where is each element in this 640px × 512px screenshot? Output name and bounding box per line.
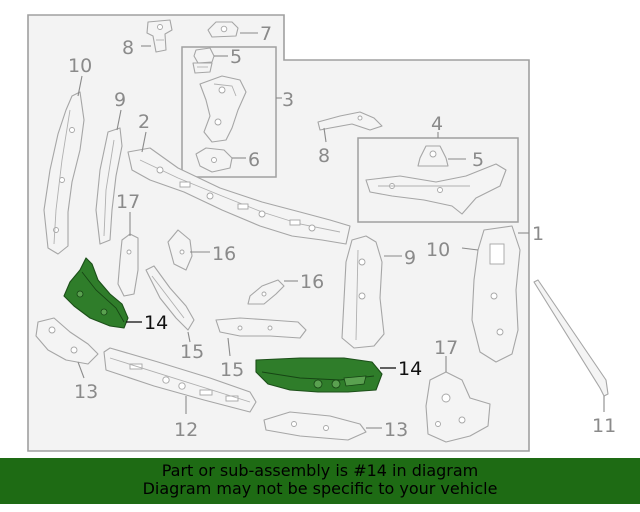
callout-5a: 5 — [230, 46, 242, 68]
part-17-left-bracket — [117, 233, 139, 297]
callout-16b: 16 — [300, 271, 324, 293]
part-13-right-bracket — [263, 411, 367, 441]
part-12-lower-tie-bar — [103, 347, 257, 413]
part-2-upper-tie-bar — [127, 147, 351, 245]
callout-7: 7 — [260, 23, 272, 45]
part-15-center-strip — [215, 317, 307, 339]
part-13-left-bracket — [35, 317, 99, 365]
part-15-left-strip — [145, 265, 195, 331]
callout-15b: 15 — [220, 359, 244, 381]
callout-1: 1 — [532, 223, 544, 245]
callout-17a: 17 — [116, 191, 140, 213]
leader-10b — [461, 247, 479, 251]
leader-8b — [323, 127, 327, 143]
banner-line-2: Diagram may not be specific to your vehi… — [142, 479, 498, 498]
part-11-rod — [533, 279, 609, 397]
part-5-mount-lower — [417, 145, 449, 167]
part-3-bracket — [199, 75, 247, 143]
callout-2: 2 — [138, 111, 150, 133]
callout-13b: 13 — [384, 419, 408, 441]
leader-10a — [77, 75, 83, 97]
callout-16a: 16 — [212, 243, 236, 265]
part-10-right-pillar — [471, 225, 521, 363]
callout-8a: 8 — [122, 37, 134, 59]
callout-9a: 9 — [114, 89, 126, 111]
part-9-center-upright — [341, 235, 385, 349]
leader-9a — [116, 109, 122, 131]
callout-3: 3 — [282, 89, 294, 111]
part-9-left-upright — [95, 127, 123, 245]
leader-15b — [227, 337, 231, 357]
leader-13a — [77, 361, 85, 379]
callout-10b: 10 — [426, 239, 450, 261]
part-14-center-highlighted — [255, 357, 383, 393]
callout-15a: 15 — [180, 341, 204, 363]
part-8-arm-bracket — [317, 111, 383, 131]
part-5-mount-upper — [192, 47, 215, 74]
disclaimer-banner: Part or sub-assembly is #14 in diagram D… — [0, 458, 640, 504]
part-7-clip — [207, 21, 239, 38]
banner-line-1: Part or sub-assembly is #14 in diagram — [161, 461, 479, 480]
part-16-upper-bracket — [167, 229, 193, 271]
callout-10a: 10 — [68, 55, 92, 77]
callout-11: 11 — [592, 415, 616, 437]
parts-diagram: 8 7 5 3 6 10 9 2 8 4 5 1 17 16 16 9 10 1… — [27, 14, 616, 452]
part-4-bracket — [365, 163, 507, 215]
callout-8b: 8 — [318, 145, 330, 167]
callout-4: 4 — [431, 113, 443, 135]
callout-14a: 14 — [144, 312, 168, 334]
part-14-left-highlighted — [63, 257, 129, 329]
part-17-right-bracket — [425, 371, 491, 443]
callout-14b: 14 — [398, 358, 422, 380]
callout-9b: 9 — [404, 247, 416, 269]
callout-5b: 5 — [472, 149, 484, 171]
part-6-bracket — [195, 147, 233, 173]
assembly-frame — [27, 14, 530, 452]
callout-13a: 13 — [74, 381, 98, 403]
leader-2 — [141, 131, 147, 153]
part-8-upper-bracket — [146, 19, 173, 53]
part-16-lower-bracket — [247, 279, 285, 305]
callout-17b: 17 — [434, 337, 458, 359]
part-10-left-pillar — [43, 91, 85, 255]
leader-15a — [187, 331, 191, 343]
callout-6: 6 — [248, 149, 260, 171]
callout-12: 12 — [174, 419, 198, 441]
